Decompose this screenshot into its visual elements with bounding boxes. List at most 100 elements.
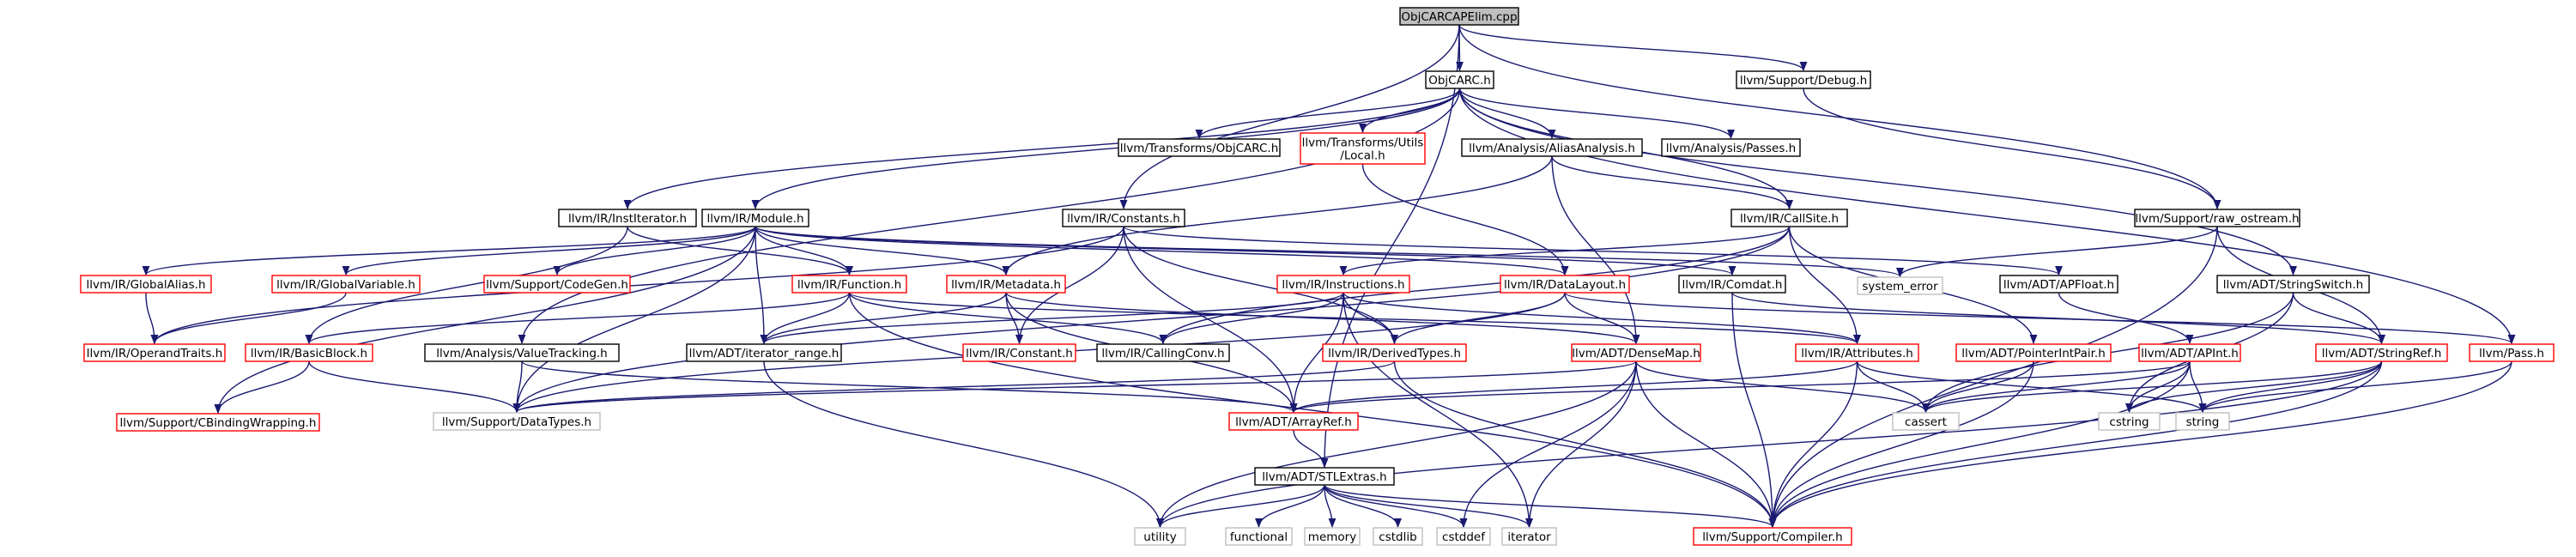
node-label: string: [2186, 415, 2220, 429]
node-pointerintpair[interactable]: llvm/ADT/PointerIntPair.h: [1955, 343, 2112, 362]
edge-module-to-globalalias: [142, 226, 756, 276]
node-label: iterator: [1507, 530, 1551, 544]
node-utility: utility: [1134, 527, 1186, 546]
node-apint[interactable]: llvm/ADT/APInt.h: [2138, 343, 2241, 362]
node-box: [80, 275, 212, 294]
node-basicblock[interactable]: llvm/IR/BasicBlock.h: [245, 343, 373, 362]
node-label: llvm/IR/Constants.h: [1067, 212, 1180, 226]
node-transforms_local[interactable]: llvm/Transforms/Utils/Local.h: [1300, 132, 1426, 165]
node-aliasanalysis[interactable]: llvm/Analysis/AliasAnalysis.h: [1461, 138, 1643, 157]
node-box: [2315, 343, 2448, 362]
node-apfloat[interactable]: llvm/ADT/APFloat.h: [1999, 275, 2118, 294]
node-label: cstddef: [1442, 530, 1486, 544]
node-densemap[interactable]: llvm/ADT/DenseMap.h: [1571, 343, 1701, 362]
node-label: llvm/ADT/PointerIntPair.h: [1961, 347, 2106, 360]
edge-instructions-to-callingconv: [1159, 292, 1344, 345]
node-globalvariable[interactable]: llvm/IR/GlobalVariable.h: [271, 275, 421, 294]
edge-raw_ostream-to-system_error: [1896, 226, 2218, 278]
edge-callsite-to-instructions: [1339, 226, 1791, 276]
edge-objcarcapelim-to-constants: [1119, 24, 1460, 210]
node-attributes[interactable]: llvm/IR/Attributes.h: [1795, 343, 1919, 362]
node-passes[interactable]: llvm/Analysis/Passes.h: [1661, 138, 1801, 157]
node-string: string: [2175, 412, 2230, 431]
node-box: [1254, 467, 1395, 486]
node-box: [1892, 412, 1960, 431]
node-debug[interactable]: llvm/Support/Debug.h: [1736, 70, 1871, 89]
node-metadata[interactable]: llvm/IR/Metadata.h: [946, 275, 1066, 294]
node-function[interactable]: llvm/IR/Function.h: [791, 275, 907, 294]
node-compiler[interactable]: llvm/Support/Compiler.h: [1693, 527, 1852, 546]
node-constants[interactable]: llvm/IR/Constants.h: [1062, 209, 1185, 227]
edge-pointerintpair-to-compiler: [1768, 360, 2034, 529]
node-stringref[interactable]: llvm/ADT/StringRef.h: [2315, 343, 2448, 362]
edge-stlextras-to-functional: [1255, 484, 1325, 529]
edge-instructions-to-iterator_range: [760, 292, 1344, 345]
node-stlextras[interactable]: llvm/ADT/STLExtras.h: [1254, 467, 1395, 486]
node-label: llvm/ADT/STLExtras.h: [1262, 470, 1386, 484]
node-globalalias[interactable]: llvm/IR/GlobalAlias.h: [80, 275, 212, 294]
edge-globalvariable-to-operandtraits: [150, 292, 347, 345]
node-stringswitch[interactable]: llvm/ADT/StringSwitch.h: [2216, 275, 2370, 294]
node-label: cassert: [1905, 415, 1947, 429]
node-system_error: system_error: [1857, 276, 1943, 295]
edge-basicblock-to-datatypes: [308, 360, 521, 414]
node-box: [1322, 343, 1467, 362]
node-box: [1501, 527, 1557, 546]
edge-objcarcapelim-to-stlextras: [1320, 24, 1460, 469]
edge-metadata-to-densemap: [1005, 292, 1640, 345]
node-raw_ostream[interactable]: llvm/Support/raw_ostream.h: [2134, 209, 2300, 227]
edge-institerator-to-function: [627, 226, 853, 276]
node-derivedtypes[interactable]: llvm/IR/DerivedTypes.h: [1322, 343, 1467, 362]
node-label: llvm/IR/Comdat.h: [1682, 278, 1783, 292]
node-cstddef: cstddef: [1436, 527, 1491, 546]
node-iterator_range[interactable]: llvm/ADT/iterator_range.h: [686, 343, 842, 362]
node-label: cstring: [2109, 415, 2149, 429]
edge-pass-to-compiler: [1768, 360, 2512, 529]
edge-objcarc-to-aliasanalysis: [1458, 88, 1556, 140]
edge-objcarcapelim-to-raw_ostream: [1458, 24, 2221, 210]
node-module[interactable]: llvm/IR/Module.h: [701, 209, 809, 227]
node-cbindingwrapping[interactable]: llvm/Support/CBindingWrapping.h: [116, 413, 320, 432]
node-box: [483, 275, 631, 294]
node-valuetracking[interactable]: llvm/Analysis/ValueTracking.h: [424, 343, 620, 362]
node-datalayout[interactable]: llvm/IR/DataLayout.h: [1500, 275, 1630, 294]
node-callsite[interactable]: llvm/IR/CallSite.h: [1730, 209, 1848, 227]
node-transforms_objcarc[interactable]: llvm/Transforms/ObjCARC.h: [1118, 138, 1281, 157]
edge-densemap-to-utility: [1156, 360, 1637, 529]
node-label: llvm/Analysis/AliasAnalysis.h: [1469, 142, 1635, 155]
node-objcarcapelim[interactable]: ObjCARCAPElim.cpp: [1399, 7, 1519, 26]
node-box: [116, 413, 320, 432]
node-ir_constant[interactable]: llvm/IR/Constant.h: [962, 343, 1076, 362]
node-box: [433, 412, 601, 431]
node-instructions[interactable]: llvm/IR/Instructions.h: [1276, 275, 1410, 294]
edge-objcarc-to-passes: [1458, 88, 1735, 140]
node-label: llvm/Support/Compiler.h: [1702, 530, 1842, 544]
node-label: system_error: [1862, 280, 1938, 294]
node-box: [1500, 275, 1630, 294]
node-pass[interactable]: llvm/Pass.h: [2469, 343, 2555, 362]
node-box: [1730, 209, 1848, 227]
edge-attributes-to-compiler: [1768, 360, 1858, 529]
node-box: [83, 343, 226, 362]
edge-objcarc-to-pass: [1458, 88, 2516, 345]
node-box: [1678, 275, 1786, 294]
node-comdat[interactable]: llvm/IR/Comdat.h: [1678, 275, 1786, 294]
node-box: [2134, 209, 2300, 227]
node-objcarc[interactable]: ObjCARC.h: [1425, 70, 1494, 89]
edge-aliasanalysis-to-densemap: [1551, 155, 1640, 345]
node-arrayref[interactable]: llvm/ADT/ArrayRef.h: [1228, 412, 1359, 431]
node-operandtraits[interactable]: llvm/IR/OperandTraits.h: [83, 343, 226, 362]
edge-instructions-to-iterator: [1343, 292, 1533, 529]
node-codegen[interactable]: llvm/Support/CodeGen.h: [483, 275, 631, 294]
edge-constants-to-operandtraits: [150, 226, 1124, 345]
node-label: llvm/Transforms/ObjCARC.h: [1120, 142, 1279, 155]
node-callingconv[interactable]: llvm/IR/CallingConv.h: [1096, 343, 1230, 362]
edge-function-to-compiler: [848, 292, 1777, 529]
node-functional: functional: [1225, 527, 1293, 546]
edge-module-to-cbindingwrapping: [214, 226, 756, 415]
node-label: llvm/IR/Attributes.h: [1801, 347, 1913, 360]
node-institerator[interactable]: llvm/IR/InstIterator.h: [558, 209, 697, 227]
node-label: llvm/IR/InstIterator.h: [568, 212, 687, 226]
node-label: llvm/IR/OperandTraits.h: [87, 347, 223, 360]
